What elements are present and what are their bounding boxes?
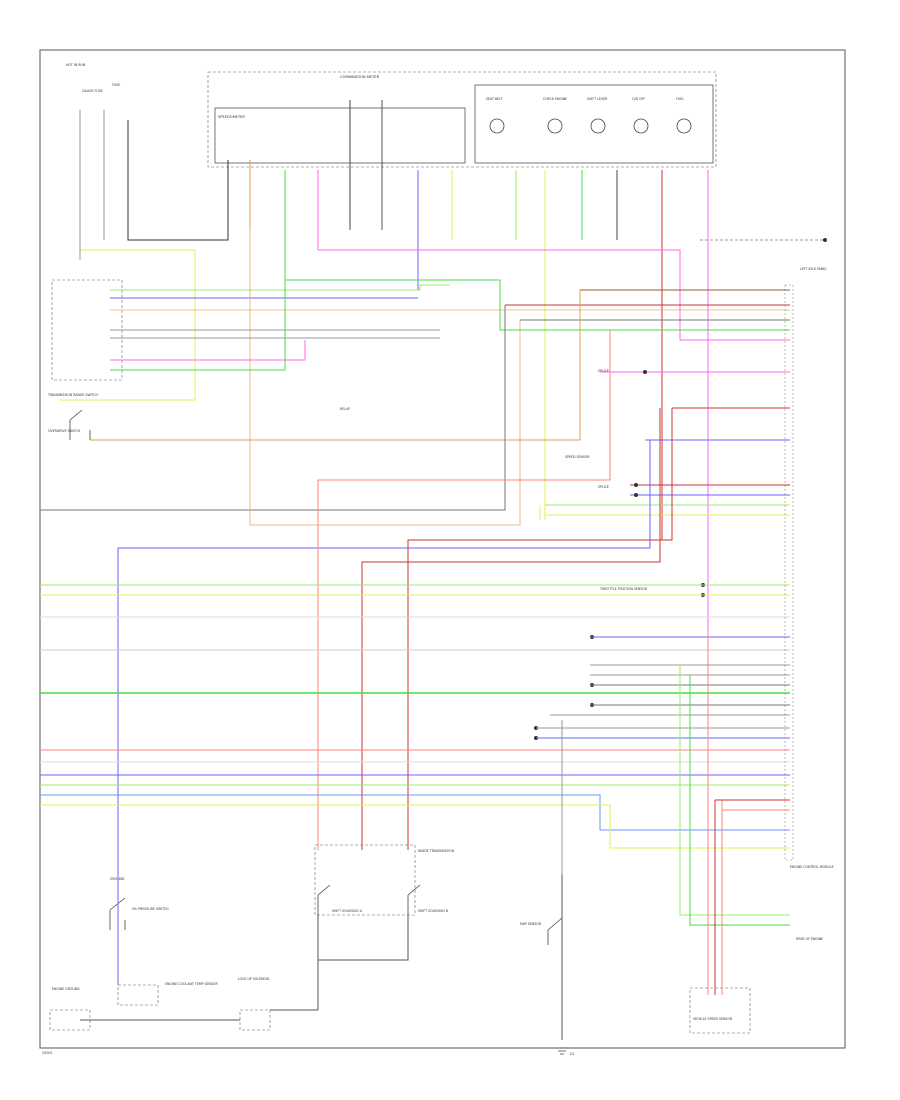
transmission-range-switch-label: TRANSMISSION RANGE SWITCH (47, 393, 98, 397)
solenoid-b-icon (407, 884, 421, 915)
vss-box (689, 987, 751, 1034)
splice-1-label: SPLICE (598, 369, 609, 373)
lock-up-box (239, 1009, 271, 1031)
seat-belt-lamp-icon (489, 118, 505, 134)
solenoid-a-icon (317, 884, 331, 915)
splice-2-label: SPLICE (598, 485, 609, 489)
combination-meter-label: COMBINATION METER (340, 75, 380, 79)
inside-trans-label: INSIDE TRANSMISSION (418, 849, 455, 853)
fuel-lamp-icon (676, 118, 692, 134)
ecm-connector (784, 284, 794, 861)
footer-label: G5001 (42, 1051, 53, 1055)
od-off-label: O/D OFF (632, 97, 645, 101)
hot-in-run-label: HOT IN RUN (66, 63, 86, 67)
ground-g1-label: G1 (570, 1052, 575, 1056)
mid-feed-wires (117, 330, 673, 900)
oil-pressure-switch-label: OIL PRESSURE SWITCH (132, 907, 169, 911)
engine-ground-label: ENGINE GROUND (52, 987, 80, 991)
throttle-sensor-label: THROTTLE POSITION SENSOR (599, 587, 648, 591)
lock-up-label: LOCK UP SOLENOID (238, 977, 270, 981)
shift-lever-label: SHIFT LEVER (587, 97, 608, 101)
fuse-b-label: FUSE (112, 83, 120, 87)
meter-pins (227, 100, 709, 630)
upper-bus-wires (40, 230, 825, 526)
rear-of-engine-label: REAR OF ENGINE (796, 937, 823, 941)
combination-meter-box (207, 71, 717, 168)
fuel-label: FUEL (676, 97, 684, 101)
speed-sensor-label: SPEED SENSOR (565, 455, 590, 459)
warning-lamps (489, 118, 692, 134)
check-engine-label: CHECK ENGINE (543, 97, 567, 101)
coolant-temp-box (117, 984, 159, 1006)
relay-label: RELAY (340, 407, 350, 411)
check-engine-lamp-icon (547, 118, 563, 134)
fuse-a-label: GAUGE FUSE (82, 89, 103, 93)
map-sensor-icon (547, 917, 563, 945)
od-off-lamp-icon (633, 118, 649, 134)
shift-lever-lamp-icon (590, 118, 606, 134)
solenoid-a-label: SHIFT SOLENOID A (332, 909, 363, 913)
fuse-feed-wires (60, 110, 229, 401)
trans-ground-label: GROUND (110, 877, 125, 881)
solenoid-b-label: SHIFT SOLENOID B (418, 909, 448, 913)
warning-lamps-box (474, 84, 714, 164)
seat-belt-label: SEAT BELT (486, 97, 502, 101)
lower-bus-wires (40, 584, 790, 849)
diagram-border (39, 49, 846, 1049)
bottom-wires (80, 720, 563, 1040)
speedometer-box (214, 107, 466, 164)
ecm-lower-wires (679, 630, 790, 995)
left-kick-panel-label: LEFT KICK PANEL (800, 267, 827, 271)
ground-icon (556, 1047, 568, 1055)
overdrive-switch-icon (69, 409, 91, 440)
vss-label: VEHICLE SPEED SENSOR (693, 1017, 733, 1021)
coolant-temp-label: ENGINE COOLANT TEMP SENSOR (165, 982, 218, 986)
speedometer-label: SPEEDOMETER (218, 115, 245, 119)
overdrive-switch-label: OVERDRIVE SWITCH (48, 429, 81, 433)
ecm-label: ENGINE CONTROL MODULE (790, 865, 834, 869)
solenoid-box (314, 844, 416, 916)
map-sensor-label: MAP SENSOR (520, 922, 542, 926)
